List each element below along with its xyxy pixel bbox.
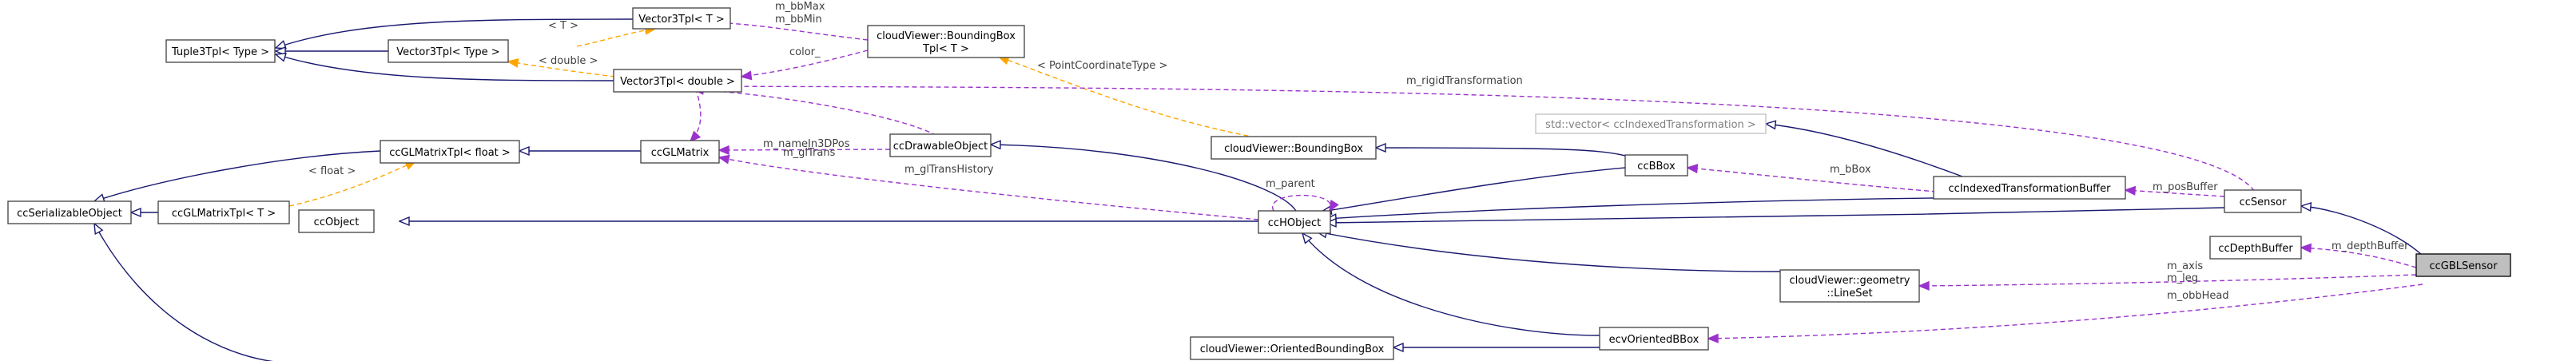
edge-label-color: color_ (789, 46, 821, 58)
node-std-vector: std::vector< ccIndexedTransformation > (1535, 113, 1767, 134)
node-ccglmatrixtpl-float[interactable]: ccGLMatrixTpl< float > (380, 140, 520, 164)
node-ccglmatrix[interactable]: ccGLMatrix (640, 140, 720, 164)
edge-label-m-namein3dpos: m_nameIn3DPos (763, 138, 850, 150)
edge-label-m-axis: m_axis (2167, 260, 2203, 272)
edge-vector3tpl-double-to-vector3tpl-type (508, 61, 616, 77)
node-ccdepthbuffer[interactable]: ccDepthBuffer (2209, 236, 2302, 260)
svg-text:ccSensor: ccSensor (2240, 196, 2288, 208)
svg-text:ccGLMatrixTpl< T >: ccGLMatrixTpl< T > (172, 208, 276, 220)
edge-ccsensor-to-cchobject (1326, 207, 2225, 223)
svg-text:cloudViewer::BoundingBox: cloudViewer::BoundingBox (1224, 143, 1363, 155)
svg-text:Tuple3Tpl< Type >: Tuple3Tpl< Type > (171, 46, 269, 58)
edge-ccglmatrixtpl-float-to-ccserializableobject (94, 150, 381, 201)
edge-ccdrawableobject-to-ccglmatrix (719, 149, 891, 150)
node-ccglmatrixtpl-t[interactable]: ccGLMatrixTpl< T > (157, 200, 290, 224)
node-vector3tpl-t[interactable]: Vector3Tpl< T > (632, 7, 731, 30)
edge-label-double: < double > (539, 55, 598, 67)
node-cloudviewer-boundingbox[interactable]: cloudViewer::BoundingBox (1210, 136, 1377, 160)
svg-text:ccObject: ccObject (314, 216, 360, 228)
svg-text:ccGBLSensor: ccGBLSensor (2429, 260, 2498, 272)
edge-label-m-depthbuffer: m_depthBuffer (2332, 240, 2409, 252)
node-ccserializableobject[interactable]: ccSerializableObject (7, 200, 132, 224)
svg-text:ccBBox: ccBBox (1637, 161, 1676, 173)
svg-text:ccDepthBuffer: ccDepthBuffer (2218, 243, 2293, 255)
node-ccsensor[interactable]: ccSensor (2224, 189, 2302, 213)
edge-ccbbox-to-cchobject (1322, 167, 1626, 212)
node-orientedboundingbox[interactable]: cloudViewer::OrientedBoundingBox (1190, 336, 1394, 360)
edge-label-m-leg: m_leg (2167, 272, 2198, 284)
edges (94, 19, 2423, 361)
edge-ccsensor-to-ccindexedtransformationbuffer (2125, 190, 2225, 197)
svg-text:cloudViewer::BoundingBox: cloudViewer::BoundingBox (877, 30, 1016, 42)
svg-text:ccSerializableObject: ccSerializableObject (17, 208, 122, 220)
edge-vector3tpl-type-to-vector3tpl-t (576, 29, 655, 47)
edge-cchobject-to-ccglmatrix (719, 157, 1259, 220)
edge-ecvorientedbbox-to-cchobject (1302, 233, 1600, 336)
edge-ccdrawableobject-to-vector3tpl-double (694, 89, 937, 137)
edge-label-m-obbhead: m_obbHead (2167, 290, 2229, 302)
node-lineset[interactable]: cloudViewer::geometry ::LineSet (1779, 269, 1920, 303)
svg-text:Vector3Tpl< Type >: Vector3Tpl< Type > (396, 46, 499, 58)
svg-text:Vector3Tpl< double >: Vector3Tpl< double > (620, 76, 735, 88)
edge-cchobject-to-ccdrawableobject (991, 145, 1297, 212)
edge-vector3tpl-t-to-tuple3tpl (276, 18, 634, 48)
edge-label-m-parent: m_parent (1266, 178, 1315, 190)
edge-label-float: < float > (308, 165, 356, 177)
edge-boundingbox-tpl-to-vector3tpl-double (741, 50, 869, 77)
svg-text:ccHObject: ccHObject (1268, 217, 1321, 229)
node-ccobject-final[interactable]: ccObject (298, 209, 375, 233)
edge-ccbbox-to-cloudviewer-boundingbox (1376, 148, 1626, 157)
svg-text:Vector3Tpl< T >: Vector3Tpl< T > (638, 14, 725, 26)
edge-ccsensor-to-ccglmatrix (690, 85, 2259, 199)
edge-vector3tpl-double-to-tuple3tpl (276, 54, 614, 81)
svg-text:ecvOrientedBBox: ecvOrientedBBox (1609, 334, 1699, 346)
edge-label-m-gltrans: m_glTrans (783, 147, 836, 159)
node-ccgblsensor[interactable]: ccGBLSensor (2415, 253, 2511, 277)
edge-ccindexedtransformationbuffer-to-std-vector (1766, 124, 1963, 177)
edge-ccindexedtransformationbuffer-to-cchobject (1326, 197, 1934, 219)
svg-text:cloudViewer::OrientedBoundingB: cloudViewer::OrientedBoundingBox (1200, 343, 1385, 355)
node-ecvorientedbbox[interactable]: ecvOrientedBBox (1599, 327, 1709, 351)
edge-lineset-to-cchobject (1317, 232, 1781, 272)
nodes: Tuple3Tpl< Type > Vector3Tpl< T > Vector… (7, 7, 2511, 360)
node-ccbbox[interactable]: ccBBox (1624, 154, 1688, 177)
node-vector3tpl-double[interactable]: Vector3Tpl< double > (613, 69, 742, 93)
edge-ccgblsensor-to-ccdepthbuffer (2301, 248, 2417, 268)
edge-label-m-gltranshistory: m_glTransHistory (904, 164, 994, 176)
edge-ccgblsensor-to-ecvorientedbbox (1708, 284, 2423, 339)
node-vector3tpl-type[interactable]: Vector3Tpl< Type > (388, 39, 509, 63)
svg-text:ccIndexedTransformationBuffer: ccIndexedTransformationBuffer (1949, 183, 2112, 195)
edge-ccgblsensor-to-lineset (1919, 274, 2417, 286)
svg-text:cloudViewer::geometry: cloudViewer::geometry (1790, 275, 1910, 287)
edge-ccindexedtransformationbuffer-to-ccbbox (1688, 168, 1938, 192)
svg-text:::LineSet: ::LineSet (1827, 288, 1872, 300)
edge-label-m-rigidtransformation: m_rigidTransformation (1406, 75, 1523, 87)
edge-label-m-bbmin: m_bbMin (775, 14, 822, 26)
edge-label-pointcoordinatetype: < PointCoordinateType > (1037, 60, 1167, 72)
svg-text:std::vector< ccIndexedTransfor: std::vector< ccIndexedTransformation > (1545, 119, 1756, 131)
node-cchobject[interactable]: ccHObject (1258, 210, 1331, 234)
node-boundingbox-tpl[interactable]: cloudViewer::BoundingBox Tpl< T > (867, 25, 1025, 58)
edge-labels: m_bbMax m_bbMin < T > color_ < double > … (308, 1, 2409, 302)
edge-label-t: < T > (548, 20, 578, 32)
node-ccindexedtransformationbuffer[interactable]: ccIndexedTransformationBuffer (1933, 176, 2126, 200)
svg-text:ccGLMatrixTpl< float >: ccGLMatrixTpl< float > (389, 147, 511, 159)
edge-cloudviewer-boundingbox-to-boundingbox-tpl (999, 57, 1265, 140)
node-tuple3tpl[interactable]: Tuple3Tpl< Type > (165, 39, 276, 63)
edge-ccgblsensor-to-ccsensor (2301, 206, 2423, 256)
edge-ccglmatrixtpl-t-to-ccglmatrixtpl-float (288, 161, 415, 207)
edge-label-m-bbox: m_bBox (1830, 164, 1871, 176)
svg-text:ccGLMatrix: ccGLMatrix (651, 147, 710, 159)
node-ccdrawableobject[interactable]: ccDrawableObject (889, 133, 992, 157)
svg-text:ccDrawableObject: ccDrawableObject (893, 141, 988, 153)
svg-text:Tpl< T >: Tpl< T > (922, 43, 969, 55)
edge-label-m-bbmax: m_bbMax (775, 1, 825, 13)
edge-ccobject-to-ccserializableobject (94, 224, 274, 361)
edge-label-m-posbuffer: m_posBuffer (2153, 181, 2218, 193)
